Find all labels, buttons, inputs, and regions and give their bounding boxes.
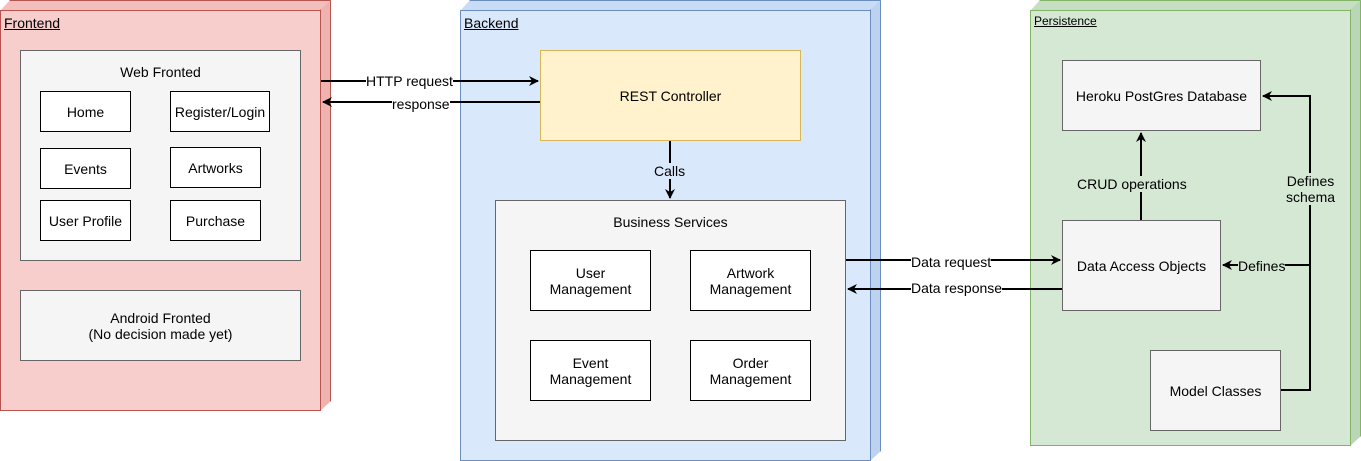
android-frontend-line2: (No decision made yet): [88, 325, 233, 342]
rest-controller-box: REST Controller: [540, 50, 801, 141]
model-classes-box: Model Classes: [1150, 350, 1281, 431]
business-services-container: Business Services: [495, 200, 846, 441]
service-user-line2: Management: [549, 280, 632, 297]
persistence-title: Persistence: [1034, 14, 1097, 28]
service-event-management: Event Management: [530, 340, 651, 401]
business-services-title: Business Services: [613, 214, 728, 230]
persistence-panel-side: [1350, 0, 1361, 446]
label-calls: Calls: [654, 163, 686, 179]
page-purchase: Purchase: [170, 200, 261, 241]
web-frontend-title: Web Fronted: [120, 64, 201, 80]
label-http-request: HTTP request: [366, 73, 453, 89]
label-crud: CRUD operations: [1077, 176, 1187, 192]
service-user-management: User Management: [530, 250, 651, 311]
label-defines-schema-line2: schema: [1286, 189, 1336, 205]
page-events: Events: [40, 148, 131, 189]
page-user-profile: User Profile: [40, 200, 131, 241]
android-frontend-box: Android Fronted (No decision made yet): [20, 290, 301, 361]
service-order-line2: Management: [709, 370, 792, 387]
label-data-response: Data response: [911, 280, 1003, 296]
service-event-line2: Management: [549, 370, 632, 387]
backend-title: Backend: [464, 15, 519, 31]
page-register-login: Register/Login: [170, 91, 270, 132]
service-artwork-line1: Artwork: [726, 264, 775, 281]
service-order-line1: Order: [732, 354, 769, 371]
service-artwork-line2: Management: [709, 280, 792, 297]
label-defines: Defines: [1238, 258, 1286, 274]
label-defines-schema-line1: Defines: [1286, 173, 1335, 189]
frontend-panel-side: [320, 0, 331, 411]
frontend-title: Frontend: [4, 15, 61, 31]
android-frontend-line1: Android Fronted: [110, 309, 211, 326]
service-user-line1: User: [575, 264, 606, 281]
service-event-line1: Event: [572, 354, 609, 371]
page-home: Home: [40, 91, 131, 132]
label-defines-schema: Defines schema: [1286, 173, 1336, 205]
page-artworks: Artworks: [170, 147, 261, 188]
service-order-management: Order Management: [690, 340, 811, 401]
label-data-request: Data request: [911, 254, 992, 270]
dao-box: Data Access Objects: [1062, 220, 1221, 311]
label-response: response: [392, 96, 450, 112]
backend-panel-side: [870, 0, 881, 461]
service-artwork-management: Artwork Management: [690, 250, 811, 311]
database-box: Heroku PostGres Database: [1062, 60, 1261, 131]
